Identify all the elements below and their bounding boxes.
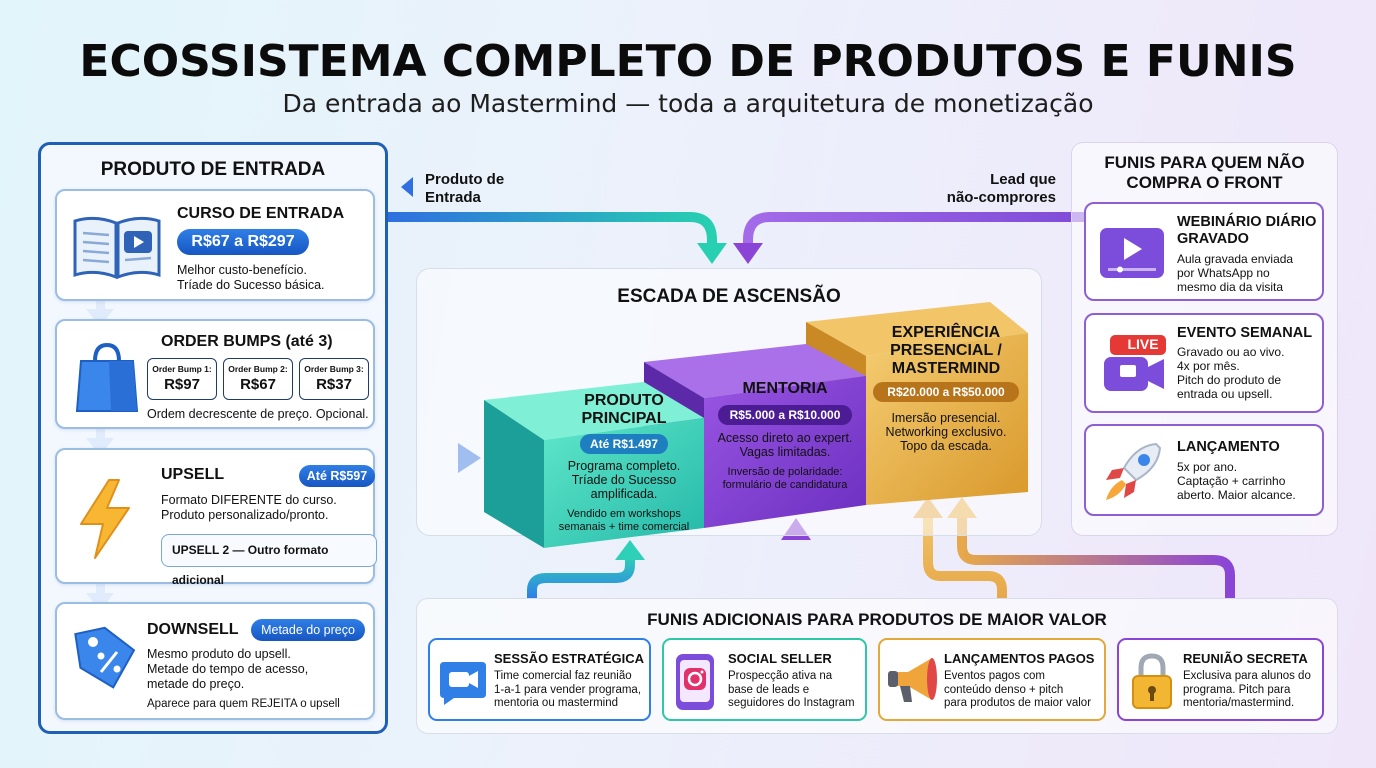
live-camera-icon xyxy=(1104,335,1166,391)
downsell-description: Mesmo produto do upsell.Metade do tempo … xyxy=(147,647,309,691)
order-bumps-card[interactable]: ORDER BUMPS (até 3) Order Bump 1:R$97 Or… xyxy=(55,319,375,429)
launch-title: LANÇAMENTO xyxy=(1177,439,1280,455)
course-title: CURSO DE ENTRADA xyxy=(177,205,345,222)
instagram-phone-icon xyxy=(676,654,714,710)
lightning-bolt-icon xyxy=(80,479,130,559)
weekly-event-card[interactable]: LIVE EVENTO SEMANAL Gravado ou ao vivo.4… xyxy=(1084,313,1324,413)
additional-panel-title: FUNIS ADICIONAIS PARA PRODUTOS DE MAIOR … xyxy=(647,610,1107,629)
rocket-icon xyxy=(1106,442,1162,500)
order-bumps-title: ORDER BUMPS (até 3) xyxy=(161,333,333,350)
downsell-title: DOWNSELL xyxy=(147,621,239,638)
weekly-event-title: EVENTO SEMANAL xyxy=(1177,325,1313,341)
upsell-title: UPSELL xyxy=(161,466,225,483)
padlock-icon xyxy=(1132,653,1172,709)
secret-meeting-card[interactable]: REUNIÃO SECRETA Exclusiva para alunos do… xyxy=(1117,638,1324,721)
upsell-description: Formato DIFERENTE do curso.Produto perso… xyxy=(161,493,337,522)
secret-meeting-title: REUNIÃO SECRETA xyxy=(1183,651,1308,666)
social-seller-title: SOCIAL SELLER xyxy=(728,651,832,666)
open-book-video-icon xyxy=(73,216,161,280)
step1-price-badge: Até R$1.497 xyxy=(580,434,668,454)
discount-tag-icon xyxy=(74,626,136,689)
step2-price-badge: R$5.000 a R$10.000 xyxy=(718,405,852,425)
megaphone-icon xyxy=(888,658,937,702)
entry-panel-title: PRODUTO DE ENTRADA xyxy=(100,159,326,180)
shopping-bag-icon xyxy=(75,342,139,412)
page-title: ECOSSISTEMA COMPLETO DE PRODUTOS E FUNIS xyxy=(79,36,1297,87)
upsell-price-badge: Até R$597 xyxy=(299,465,375,487)
step2-title: MENTORIA xyxy=(742,380,828,397)
ladder-title: ESCADA DE ASCENSÃO xyxy=(617,286,841,307)
video-call-icon xyxy=(440,662,486,705)
weekly-event-description: Gravado ou ao vivo.4x por mês.Pitch do p… xyxy=(1177,345,1285,401)
page-subtitle: Da entrada ao Mastermind — toda a arquit… xyxy=(282,89,1094,118)
upsell-card[interactable]: UPSELL Até R$597 Formato DIFERENTE do cu… xyxy=(55,448,377,587)
launch-card[interactable]: LANÇAMENTO 5x por ano.Captação + carrinh… xyxy=(1084,424,1324,516)
live-badge: LIVE xyxy=(1127,336,1159,352)
entry-product-panel: PRODUTO DE ENTRADA CURSO DE ENTRADA R$67… xyxy=(38,142,388,734)
step2-note: Inversão de polaridade:formulário de can… xyxy=(722,466,848,491)
step3-price-badge: R$20.000 a R$50.000 xyxy=(873,382,1019,402)
downsell-badge: Metade do preço xyxy=(251,619,365,641)
step2-description: Acesso direto ao expert.Vagas limitadas. xyxy=(717,431,853,459)
course-card[interactable]: CURSO DE ENTRADA R$67 a R$297 Melhor cus… xyxy=(55,189,375,301)
order-bump-3[interactable]: Order Bump 3:R$37 xyxy=(299,358,369,400)
strategic-session-title: SESSÃO ESTRATÉGICA xyxy=(494,651,645,666)
downsell-note: Aparece para quem REJEITA o upsell xyxy=(147,698,340,710)
order-bump-1[interactable]: Order Bump 1:R$97 xyxy=(147,358,217,400)
order-bumps-note: Ordem decrescente de preço. Opcional. xyxy=(147,407,369,421)
upsell2-box[interactable]: UPSELL 2 — Outro formato adicional xyxy=(161,534,377,587)
course-price-badge: R$67 a R$297 xyxy=(177,229,309,255)
step3-description: Imersão presencial.Networking exclusivo.… xyxy=(885,411,1007,453)
paid-launches-title: LANÇAMENTOS PAGOS xyxy=(944,651,1095,666)
course-description: Melhor custo-benefício.Tríade do Sucesso… xyxy=(177,263,325,292)
downsell-card[interactable]: DOWNSELL Metade do preço Mesmo produto d… xyxy=(55,602,375,720)
video-player-icon xyxy=(1100,228,1164,278)
strategic-session-card[interactable]: SESSÃO ESTRATÉGICA Time comercial faz re… xyxy=(428,638,651,721)
ladder-step-mentoria[interactable]: MENTORIA R$5.000 a R$10.000 Acesso diret… xyxy=(705,380,865,492)
order-bump-2[interactable]: Order Bump 2:R$67 xyxy=(223,358,293,400)
